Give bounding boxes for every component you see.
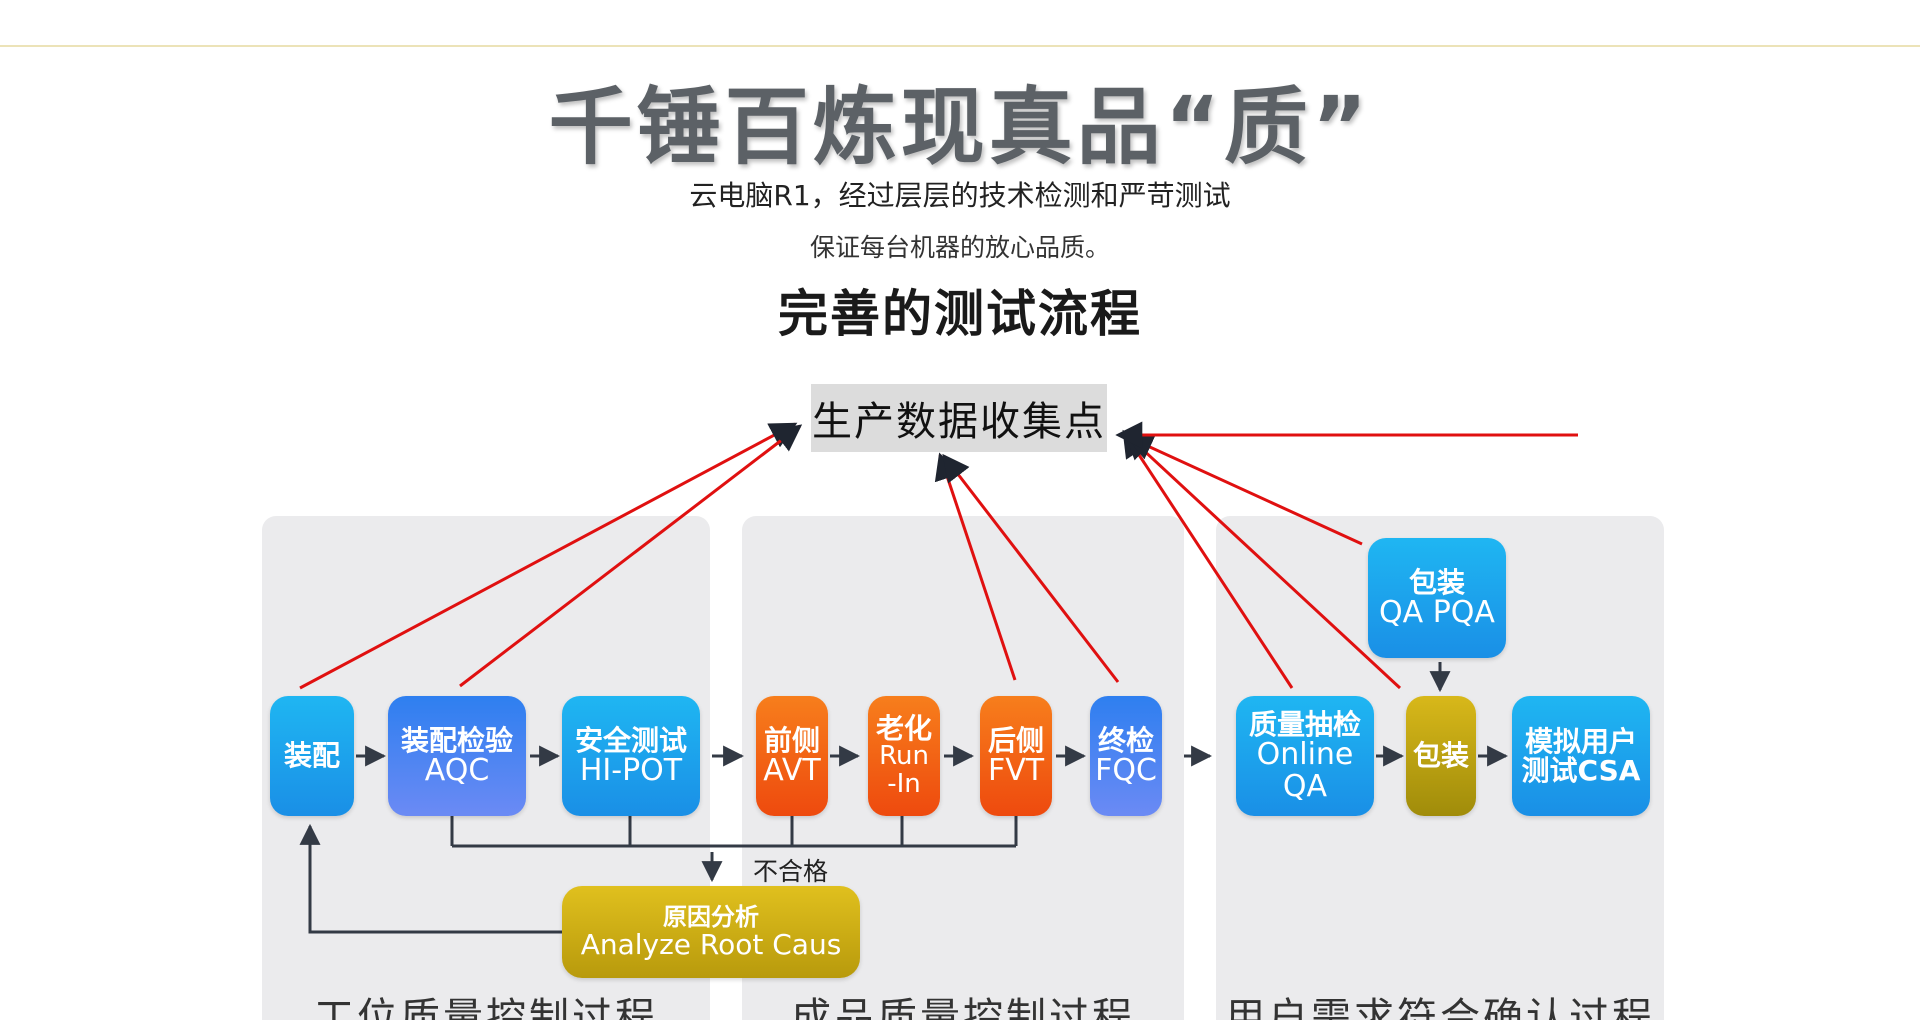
node-csa: 模拟用户 测试CSA: [1512, 696, 1650, 816]
headline: 千锤百炼现真品“质”: [548, 78, 1372, 176]
node-packing: 包装: [1406, 696, 1476, 816]
panel-label-user-confirmation: 用户需求符合确认过程: [1225, 995, 1655, 1020]
node-assembly: 装配: [270, 696, 354, 816]
node-hipot: 安全测试 HI-POT: [562, 696, 700, 816]
node-aqc: 装配检验 AQC: [388, 696, 526, 816]
panel-label-station-qc: 工位质量控制过程: [314, 995, 658, 1020]
subline-2: 保证每台机器的放心品质。: [809, 233, 1110, 262]
node-root-cause: 原因分析 Analyze Root Caus: [562, 886, 860, 978]
node-avt: 前侧 AVT: [756, 696, 828, 816]
subline-1: 云电脑R1，经过层层的技术检测和严苛测试: [689, 179, 1231, 212]
node-fvt: 后侧 FVT: [980, 696, 1052, 816]
node-runin: 老化 Run -In: [868, 696, 940, 816]
top-divider: [0, 45, 1920, 47]
fail-label: 不合格: [753, 857, 829, 886]
panel-label-product-qc: 成品质量控制过程: [791, 995, 1135, 1020]
section-title: 完善的测试流程: [778, 285, 1142, 343]
data-collection-point: 生产数据收集点: [811, 384, 1107, 452]
node-fqc: 终检 FQC: [1090, 696, 1162, 816]
node-online-qa: 质量抽检 Online QA: [1236, 696, 1374, 816]
node-packing-qa: 包装 QA PQA: [1368, 538, 1506, 658]
